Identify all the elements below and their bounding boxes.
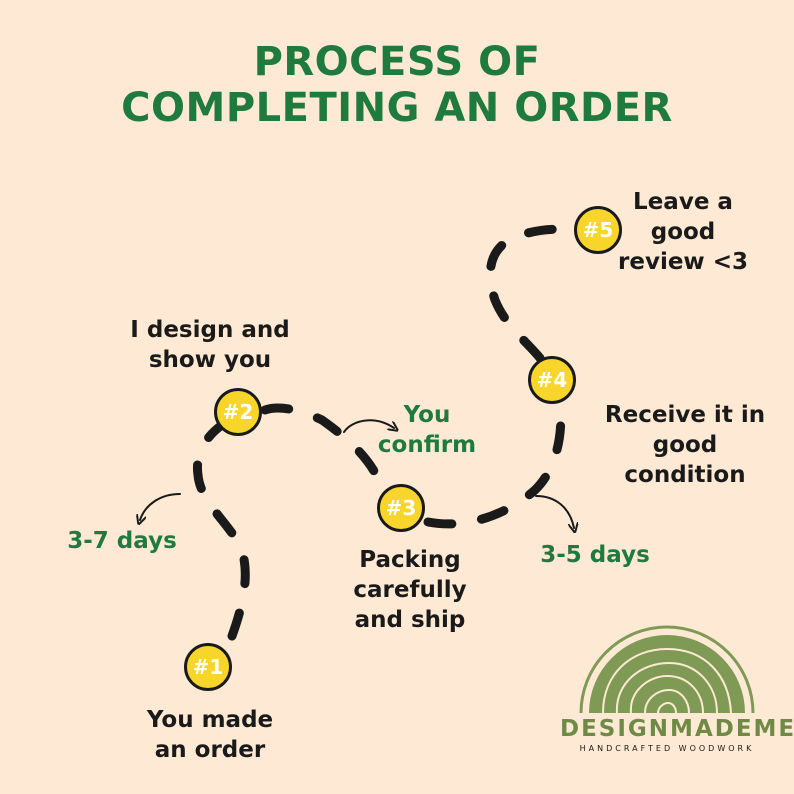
step-5-line-1: Leave a [633,189,733,215]
step-1-badge: #1 [184,643,232,691]
step-1-line-2: an order [154,737,266,763]
title-line-2: COMPLETING AN ORDER [121,85,673,131]
step-4-label: Receive it in good condition [590,400,780,490]
step-5-badge: #5 [574,206,622,254]
step-4-line-1: Receive it in [604,402,766,428]
step-1-label: You made an order [130,705,290,765]
step-3-label: Packing carefully and ship [335,545,485,635]
note-3-7-days: 3-7 days [67,528,177,554]
step-3-badge: #3 [377,484,425,532]
step-5-line-2: good [650,219,716,245]
note-confirm-line-2: confirm [377,432,477,458]
arrow-3-7-days [140,493,181,520]
step-2-label: I design and show you [120,315,300,375]
brand-tagline: HANDCRAFTED WOODWORK [579,744,755,753]
step-1-line-1: You made [146,707,274,733]
step-2-line-1: I design and [130,317,290,343]
step-4-line-3: condition [624,462,746,488]
path-segment-2-3 [260,403,387,493]
step-2-line-2: show you [148,347,272,373]
note-confirm-line-1: You [403,402,451,428]
arrow-3-5-days [535,495,574,528]
step-3-line-2: carefully [353,577,467,603]
tree-ring-logo-icon [579,625,755,714]
path-segment-4-5 [485,224,582,363]
step-4-line-2: good [652,432,718,458]
arrow-you-confirm [343,419,394,433]
step-4-badge: #4 [528,356,576,404]
step-3-line-1: Packing [359,547,461,573]
title-line-1: PROCESS OF [253,39,541,85]
path-segment-3-4 [423,400,566,529]
step-3-line-3: and ship [354,607,466,633]
step-5-label: Leave a good review <3 [608,187,758,277]
path-segment-1-2 [192,420,250,641]
note-you-confirm: You confirm [372,400,482,460]
step-5-line-3: review <3 [618,249,748,275]
note-3-5-days: 3-5 days [540,542,650,568]
step-2-badge: #2 [214,388,262,436]
brand-name: DESIGNMADEME [560,716,794,742]
